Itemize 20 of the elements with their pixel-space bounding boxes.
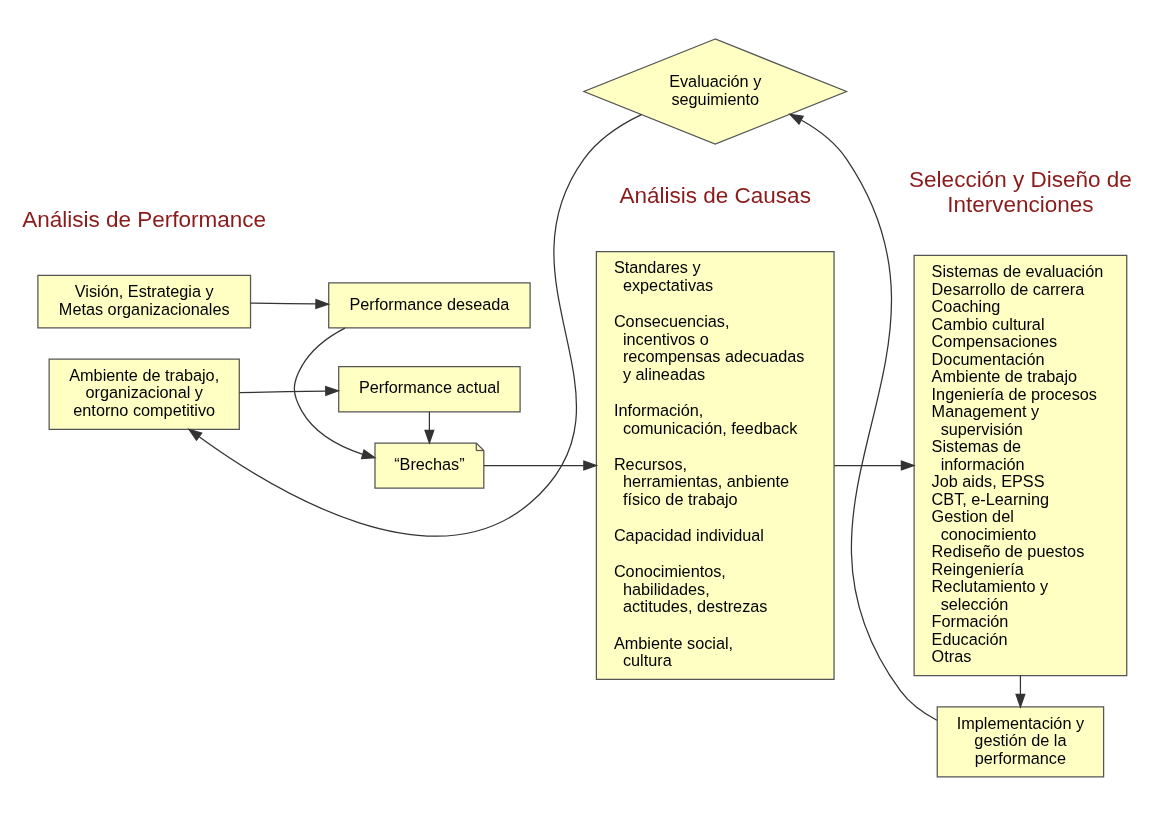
arrow — [1015, 674, 1026, 709]
arrow — [788, 113, 938, 721]
node-box: Performance actual — [338, 365, 521, 412]
arrow — [250, 298, 331, 309]
node-box: Ambiente de trabajo, organizacional y entorno competitivo — [48, 358, 240, 430]
node-box: Standares y expectativas Consecuencias, incentivos o recompensas adecuadas y alineadas Información, comunicación, feedback Recursos, herramientas, anbiente físico de trabajo Capacidad individual Conocimientos, habilidades, actitudes, destrezas Ambiente social, cultura — [595, 250, 835, 680]
node-box: Sistemas de evaluación Desarrollo de carrera Coaching Cambio cultural Compensaciones Documentación Ambiente de trabajo Ingeniería de procesos Management y supervisión Sistemas de información Job aids, EPSS CBT, e-Learning Gestion del conocimiento Rediseño de puestos Reingeniería Reclutamiento y selección Formación Educación Otras — [913, 254, 1128, 676]
node-diamond: Evaluación y seguimiento — [582, 37, 849, 145]
label: Selección y Diseño de Intervenciones — [909, 166, 1132, 217]
label: Análisis de Causas — [619, 182, 811, 208]
arrow — [833, 459, 916, 471]
arrow — [238, 385, 341, 396]
node-box: Visión, Estrategia y Metas organizacionales — [37, 274, 252, 329]
node-box: Implementación y gestión de la performance — [936, 705, 1105, 778]
node-box: Performance deseada — [328, 281, 531, 329]
arrow — [424, 410, 435, 445]
arrow — [293, 326, 377, 459]
label: Análisis de Performance — [22, 206, 267, 232]
arrow — [187, 113, 643, 536]
arrow — [483, 459, 599, 471]
